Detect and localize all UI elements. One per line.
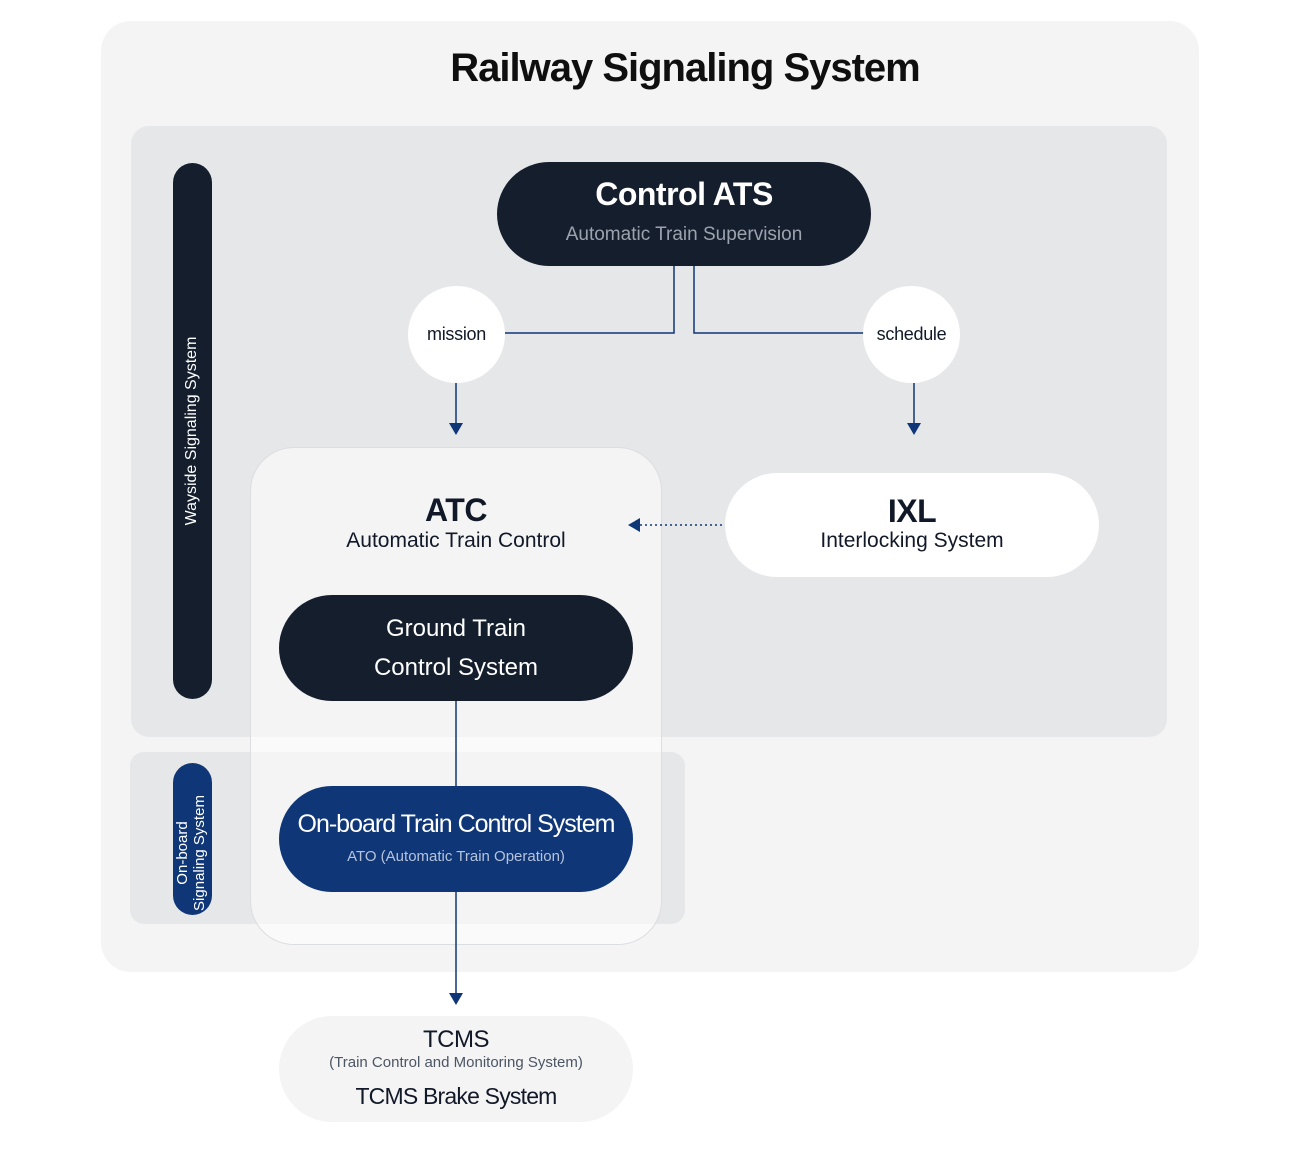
onboard-side-bar [173, 763, 212, 915]
control-ats-node: Control ATS Automatic Train Supervision [497, 162, 871, 266]
onboard-train-control-subtitle: ATO (Automatic Train Operation) [347, 848, 565, 865]
onboard-label: On-board Signaling System [174, 773, 210, 933]
ixl-subtitle: Interlocking System [820, 529, 1004, 552]
atc-title: ATC [425, 492, 487, 528]
onboard-train-control-node: On-board Train Control System ATO (Autom… [279, 786, 633, 892]
tcms-node: TCMS (Train Control and Monitoring Syste… [279, 1016, 633, 1122]
mission-flow-label: mission [408, 286, 505, 383]
onboard-train-control-title: On-board Train Control System [297, 810, 616, 838]
onboard-label-line2: Signaling System [191, 795, 208, 911]
ground-train-control-line1: Ground Train [385, 615, 527, 642]
onboard-label-line1: On-board [174, 821, 191, 885]
ats-title: Control ATS [595, 176, 773, 212]
ground-train-control-label: Ground Train Control System [336, 609, 576, 687]
wayside-side-bar [173, 163, 212, 699]
ats-subtitle: Automatic Train Supervision [565, 224, 803, 245]
tcms-title: TCMS [423, 1026, 490, 1053]
schedule-flow-label: schedule [863, 286, 960, 383]
wayside-label: Wayside Signaling System [183, 336, 200, 526]
ground-train-control-node: Ground Train Control System [279, 595, 633, 701]
diagram-title: Railway Signaling System [450, 46, 921, 90]
ground-train-control-line2: Control System [373, 654, 539, 681]
atc-subtitle: Automatic Train Control [346, 529, 566, 552]
ixl-node: IXL Interlocking System [725, 473, 1099, 577]
ixl-title: IXL [887, 493, 937, 529]
tcms-brake-label: TCMS Brake System [355, 1083, 557, 1109]
onboard-to-tcms-arrowhead [449, 993, 463, 1005]
tcms-subtitle: (Train Control and Monitoring System) [329, 1054, 583, 1071]
